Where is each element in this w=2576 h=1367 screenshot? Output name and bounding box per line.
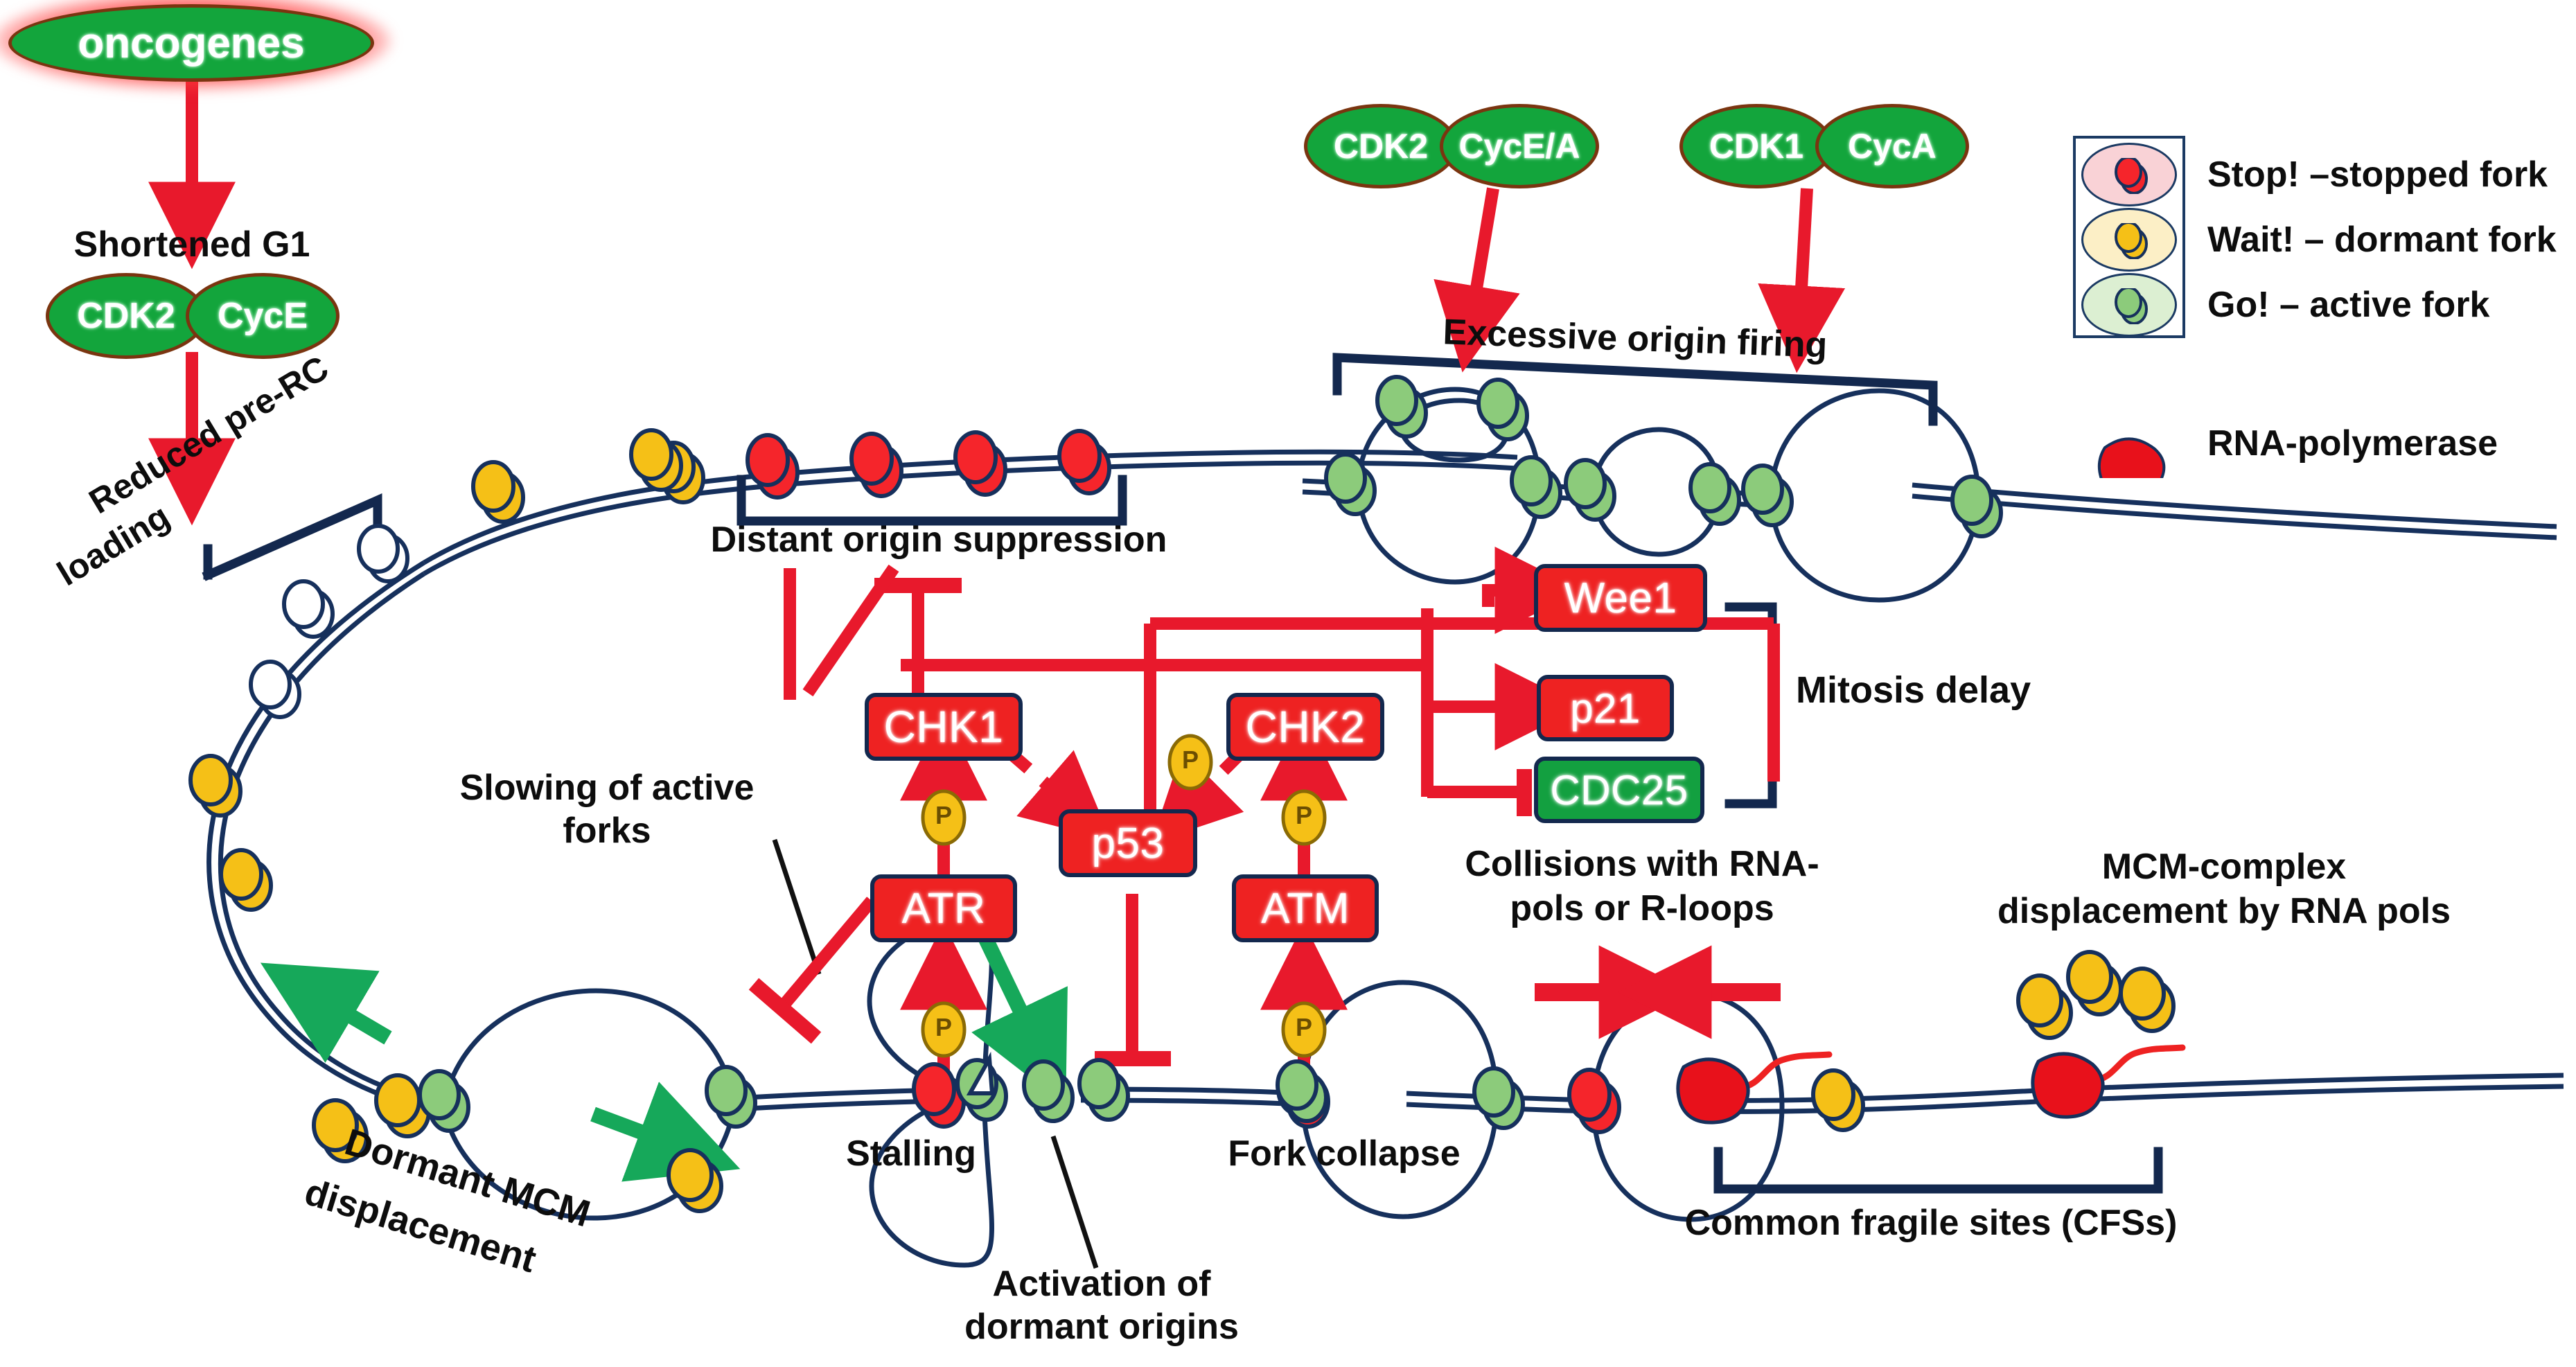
- phospho-chk1: [921, 789, 967, 846]
- cdc25-node[interactable]: CDC25: [1534, 757, 1704, 823]
- inhibit-left-long: [802, 564, 899, 697]
- legend-label-wait: Wait! – dormant fork: [2207, 220, 2557, 260]
- slowing-forks-label-l2: forks: [563, 811, 651, 851]
- collisions-label-l1: Collisions with RNA-: [1465, 844, 1819, 884]
- oncogenes-oval[interactable]: oncogenes: [8, 4, 374, 82]
- phospho-p53: [1167, 734, 1213, 791]
- arrow-cdk1cyca-to-firing: [1758, 188, 1846, 373]
- inhibit-atr-slowing: [778, 897, 876, 1010]
- p53-node[interactable]: p53: [1059, 809, 1197, 877]
- cyce-g1-oval[interactable]: CycE: [186, 273, 339, 359]
- phospho-atm: [1281, 1001, 1327, 1058]
- legend-dot-wait: [2115, 223, 2148, 259]
- bracket-excessive-origin: [1332, 353, 1938, 426]
- cdk2-top-oval[interactable]: CDK2: [1304, 104, 1458, 188]
- bracket-mitosis-delay: [1724, 602, 1777, 809]
- shortened-g1-label: Shortened G1: [73, 224, 310, 265]
- phospho-chk2-label: P: [1295, 801, 1312, 829]
- phospho-chk2: [1281, 789, 1327, 846]
- rna-squiggle-2: [2089, 1044, 2186, 1084]
- cyce-a-top-oval[interactable]: CycE/A: [1440, 104, 1599, 188]
- legend-label-rna-polymerase: RNA-polymerase: [2207, 423, 2498, 464]
- atr-node[interactable]: ATR: [870, 874, 1017, 942]
- activation-dormant-label-l2: dormant origins: [964, 1307, 1239, 1347]
- phospho-atr: [921, 1001, 967, 1058]
- brackets: [202, 353, 2163, 1194]
- cyca-top-oval[interactable]: CycA: [1815, 104, 1969, 188]
- fork-markers: [188, 375, 2176, 1213]
- stalling-label: Stalling: [846, 1134, 976, 1174]
- bus-chk-to-mitosis: [901, 608, 1433, 671]
- legend-dot-go: [2115, 288, 2148, 324]
- collisions-label-l2: pols or R-loops: [1510, 888, 1774, 928]
- chk2-node[interactable]: CHK2: [1226, 693, 1384, 761]
- slowing-forks-label-l1: Slowing of active: [459, 768, 755, 808]
- leader-slowing-forks: [772, 838, 822, 976]
- phospho-atr-label: P: [935, 1013, 952, 1041]
- bracket-cfs: [1713, 1147, 2163, 1194]
- legend-label-stop: Stop! –stopped fork: [2207, 155, 2548, 195]
- bracket-reduced-prerc: [202, 493, 382, 581]
- atm-node[interactable]: ATM: [1232, 874, 1379, 942]
- mitosis-delay-label: Mitosis delay: [1796, 669, 2031, 711]
- phospho-markers: [921, 734, 1327, 1058]
- arrow-cdk2cycea-to-firing: [1433, 187, 1520, 373]
- cdk1-top-oval[interactable]: CDK1: [1679, 104, 1833, 188]
- legend-dot-stop: [2115, 158, 2148, 194]
- legend-rna-polymerase-icon: [2097, 437, 2166, 478]
- fork-collapse-label: Fork collapse: [1228, 1134, 1461, 1174]
- cfs-label: Common fragile sites (CFSs): [1684, 1203, 2178, 1243]
- legend-label-go: Go! – active fork: [2207, 285, 2490, 325]
- rna-squiggle-1: [1736, 1051, 1833, 1091]
- cdk2-g1-oval[interactable]: CDK2: [46, 273, 206, 359]
- mcm-complex-label-l2: displacement by RNA pols: [1997, 891, 2451, 931]
- mcm-complex-label-l1: MCM-complex: [2101, 847, 2347, 887]
- distant-origin-suppression-label: Distant origin suppression: [710, 520, 1167, 560]
- phospho-p53-label: P: [1181, 746, 1199, 774]
- arrow-mcm-left: [260, 962, 392, 1064]
- chk1-node[interactable]: CHK1: [865, 693, 1023, 761]
- rna-polymerase-glyphs: [1676, 1052, 2105, 1125]
- bracket-distant-origin: [736, 475, 1127, 526]
- phospho-chk1-label: P: [935, 801, 952, 829]
- phospho-atm-label: P: [1295, 1013, 1312, 1041]
- arrow-mcm-right: [590, 1082, 741, 1182]
- p21-node[interactable]: p21: [1537, 675, 1674, 741]
- leader-lines: [772, 838, 1099, 1269]
- mitosis-connectors: [1421, 547, 1582, 816]
- leader-activation-dormant: [1050, 1135, 1099, 1269]
- wee1-node[interactable]: Wee1: [1534, 564, 1707, 632]
- arrow-to-wee1: [1482, 547, 1582, 634]
- activation-dormant-label-l1: Activation of: [992, 1264, 1211, 1304]
- nascent-rna: [1736, 1044, 2186, 1091]
